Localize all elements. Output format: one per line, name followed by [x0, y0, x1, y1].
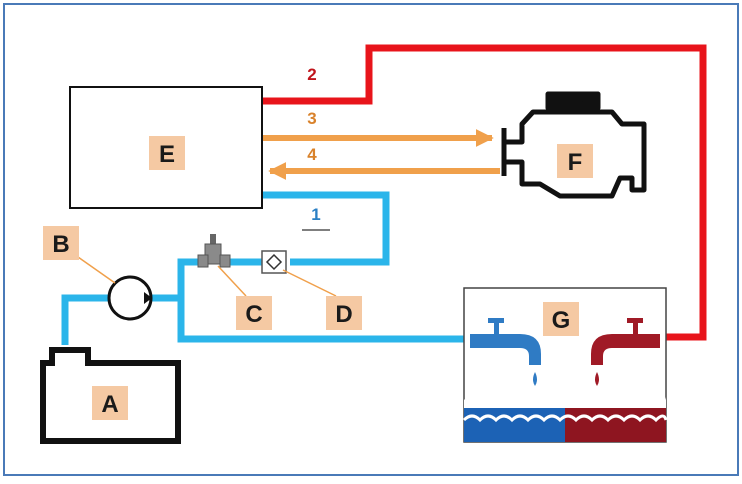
label-f: F — [568, 149, 583, 176]
cold-line-a-b — [61, 294, 108, 345]
label-box-b — [43, 226, 79, 260]
valve-icon — [197, 234, 231, 268]
label-d: D — [335, 301, 352, 328]
label-box-a — [92, 386, 128, 420]
engine-icon — [501, 91, 647, 199]
hot-line-2 — [262, 44, 707, 341]
label-g: G — [552, 307, 571, 334]
label-a: A — [101, 391, 118, 418]
label-box-d — [326, 296, 362, 330]
label-box-e — [149, 136, 185, 170]
cold-tap-icon — [470, 318, 541, 386]
filter-icon — [261, 250, 287, 274]
callout-c-line — [217, 265, 247, 297]
label-box-g — [543, 302, 579, 336]
line-number-4: 4 — [307, 145, 317, 164]
callout-b-line — [77, 256, 116, 284]
hot-tap-icon — [591, 318, 660, 386]
callout-d-line — [282, 269, 337, 297]
label-e: E — [159, 141, 175, 168]
label-b: B — [52, 231, 69, 258]
line-number-2: 2 — [307, 65, 316, 84]
label-box-c — [236, 296, 272, 330]
line-number-3: 3 — [307, 109, 316, 128]
cold-line-1 — [262, 191, 390, 266]
tank-icon — [40, 347, 181, 444]
pump-arrow — [144, 292, 152, 304]
line-number-1: 1 — [311, 205, 320, 224]
label-box-f — [557, 144, 593, 178]
label-c: C — [245, 301, 262, 328]
